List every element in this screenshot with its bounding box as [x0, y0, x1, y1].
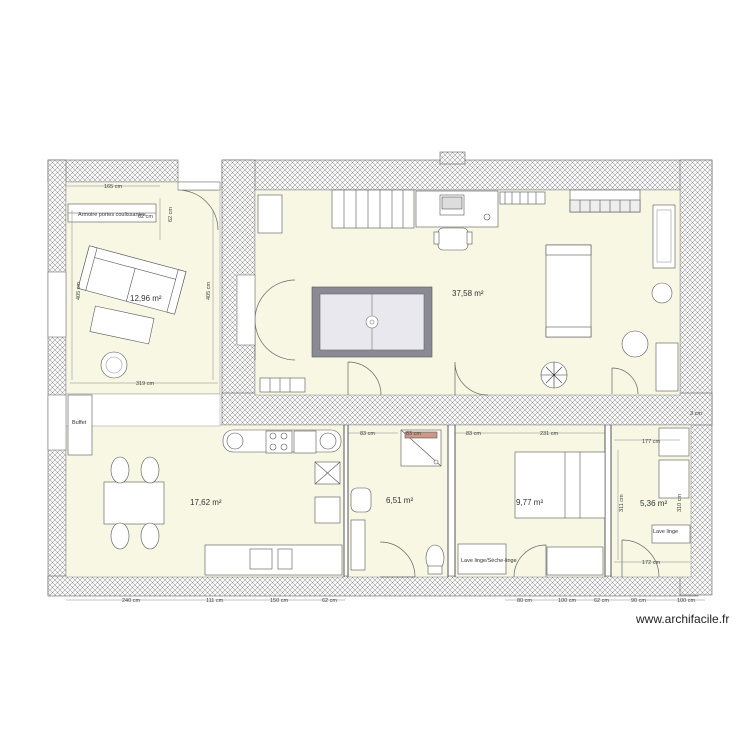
sofa	[77, 245, 187, 315]
lave-linge-machine	[457, 543, 507, 575]
dim-sdb-b: 83 cm	[406, 431, 421, 437]
watermark[interactable]: www.archifacile.fr	[636, 612, 730, 626]
kitchen-furniture	[67, 394, 343, 576]
dim-b-240: 240 cm	[122, 598, 140, 604]
area-cuisine: 17,62 m²	[190, 498, 222, 507]
bookshelf-top	[499, 191, 546, 205]
dresser	[546, 546, 604, 576]
area-sdb: 6,51 m²	[386, 496, 413, 505]
label-lave-linge: Lave linge/Sèche-linge	[461, 558, 517, 564]
bed	[514, 451, 606, 519]
area-sejour: 37,58 m²	[452, 289, 484, 298]
dim-chambre-w: 231 cm	[540, 431, 558, 437]
staircase	[331, 189, 415, 229]
bedroom-furniture	[457, 451, 606, 576]
buffet	[67, 394, 93, 456]
dim-cellier-w: 177 cm	[642, 439, 660, 445]
dim-sdb-c: 83 cm	[466, 431, 481, 437]
walls	[47, 151, 713, 597]
dim-b-62b: 62 cm	[594, 598, 609, 604]
dimension-texts: 165 cm 319 cm 405 cm 405 cm 62 cm 62 cm …	[76, 184, 702, 604]
area-cellier: 5,36 m²	[640, 499, 667, 508]
dim-sdb-a: 83 cm	[360, 431, 375, 437]
dim-salon-h-right: 405 cm	[206, 282, 212, 300]
dim-salon-width: 319 cm	[136, 381, 154, 387]
dim-b-62: 62 cm	[322, 598, 337, 604]
dim-cellier-h: 311 cm	[619, 494, 625, 512]
cabinet	[655, 342, 679, 392]
utility-furniture	[651, 427, 691, 544]
dim-salon-small-b: 62 cm	[138, 214, 153, 220]
dim-b-100b: 100 cm	[677, 598, 695, 604]
dim-small-3: 3 cm	[690, 411, 702, 417]
sofa-sejour	[545, 244, 592, 338]
kitchen-counter	[204, 544, 343, 576]
dim-b-80: 80 cm	[517, 598, 532, 604]
dim-cellier-d: 172 cm	[642, 560, 660, 566]
furniture-labels: Armoire portes coulissantes Buffet Lave …	[72, 212, 678, 564]
dimension-lines	[66, 185, 705, 601]
sink	[350, 487, 372, 513]
doors[interactable]	[177, 189, 660, 578]
area-salon: 12,96 m²	[130, 294, 162, 303]
dim-salon-h-left: 405 cm	[76, 282, 82, 300]
plant	[540, 361, 568, 389]
dim-b-150: 150 cm	[270, 598, 288, 604]
label-armoire: Armoire portes coulissantes	[78, 212, 146, 218]
dim-salon-small-a: 62 cm	[168, 207, 174, 222]
dining-table	[103, 481, 165, 525]
rug	[311, 286, 433, 358]
dim-b-90: 90 cm	[631, 598, 646, 604]
office-chair	[437, 227, 469, 251]
bookshelf-right	[569, 189, 641, 213]
dim-cellier-h2: 310 cm	[677, 494, 683, 512]
salon-furniture	[67, 203, 187, 379]
bathroom-furniture	[350, 429, 445, 575]
dim-b-111: 111 cm	[206, 598, 224, 604]
low-shelf	[259, 377, 306, 393]
windows	[47, 181, 256, 451]
coffee-table	[89, 305, 155, 345]
label-buffet: Buffet	[72, 420, 87, 426]
room-areas: 12,96 m² 37,58 m² 17,62 m² 6,51 m² 9,77 …	[130, 289, 667, 508]
dim-top-salon: 165 cm	[104, 184, 122, 190]
label-lave-linge-cellier: Lave linge	[653, 529, 678, 535]
dim-b-100a: 100 cm	[558, 598, 576, 604]
sejour-furniture	[257, 189, 679, 393]
area-chambre: 9,77 m²	[516, 498, 543, 507]
